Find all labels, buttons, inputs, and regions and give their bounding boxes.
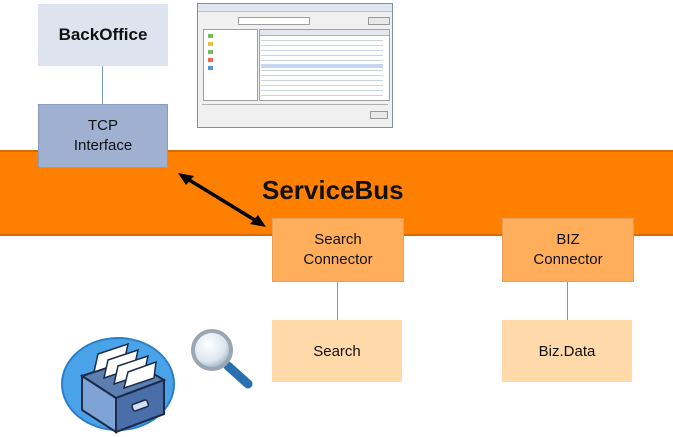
backoffice-label: BackOffice <box>58 25 148 44</box>
magnifier-icon <box>191 329 253 389</box>
tcp-interface-box: TCP Interface <box>38 104 168 168</box>
search-connector-box: Search Connector <box>272 218 404 282</box>
thumbnail-titlebar <box>198 4 392 12</box>
thumbnail-input <box>238 17 310 25</box>
biz-data-label: Biz.Data <box>538 342 596 360</box>
biz-connector-line2: Connector <box>533 251 603 268</box>
thumbnail-grid <box>259 29 390 101</box>
thumbnail-button <box>368 17 390 25</box>
file-cabinet-icon <box>61 337 175 434</box>
search-connector-link <box>337 282 338 320</box>
application-screenshot-thumbnail <box>197 3 393 128</box>
thumbnail-footer <box>202 104 388 125</box>
tcp-label-line2: Interface <box>73 137 133 154</box>
search-connector-line1: Search <box>314 231 362 248</box>
search-label: Search <box>313 342 361 360</box>
backoffice-box: BackOffice <box>38 4 168 66</box>
search-box: Search <box>272 320 402 382</box>
tcp-label-line1: TCP <box>88 117 118 134</box>
double-arrow <box>178 173 266 227</box>
biz-connector-box: BIZ Connector <box>502 218 634 282</box>
servicebus-label: ServiceBus <box>262 175 404 205</box>
biz-data-box: Biz.Data <box>502 320 632 382</box>
backoffice-tcp-link <box>102 66 103 104</box>
thumbnail-tree <box>203 29 258 101</box>
thumbnail-ok-button <box>370 111 388 119</box>
search-connector-line2: Connector <box>303 251 373 268</box>
biz-connector-line1: BIZ <box>556 231 580 248</box>
biz-connector-link <box>567 282 568 320</box>
